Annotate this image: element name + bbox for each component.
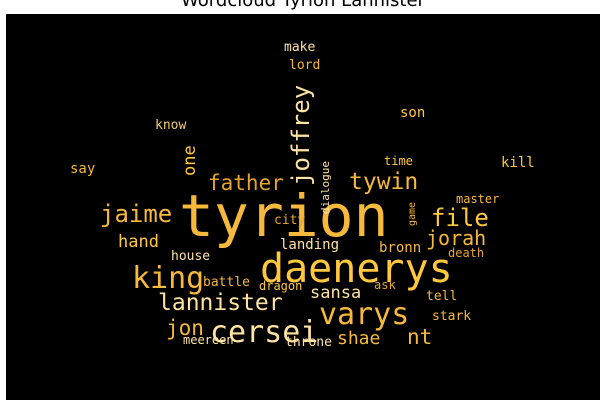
word-dragon: dragon	[259, 279, 302, 293]
word-battle: battle	[203, 275, 250, 290]
word-time: time	[384, 154, 413, 168]
word-death: death	[448, 246, 484, 260]
word-meereen: meereen	[183, 333, 234, 347]
word-cersei: cersei	[210, 315, 318, 350]
word-hand: hand	[118, 232, 159, 252]
word-lord: lord	[289, 58, 320, 73]
word-jorah: jorah	[426, 226, 486, 250]
word-master: master	[456, 192, 499, 206]
word-jaime: jaime	[100, 200, 172, 228]
word-daenerys: daenerys	[260, 246, 453, 292]
word-joffrey: joffrey	[287, 85, 315, 186]
word-landing: landing	[280, 237, 339, 253]
word-nt: nt	[407, 325, 432, 349]
chart-title: Wordcloud Tyrion Lannister	[181, 0, 425, 11]
word-throne: throne	[285, 335, 332, 350]
word-tyrion: tyrion	[179, 182, 389, 250]
word-ask: ask	[374, 278, 396, 292]
word-house: house	[171, 249, 210, 264]
word-varys: varys	[319, 297, 409, 332]
word-tywin: tywin	[349, 169, 418, 195]
word-jon: jon	[166, 316, 204, 340]
word-one: one	[180, 145, 200, 176]
word-king: king	[132, 261, 204, 296]
word-dialogue: dialogue	[319, 161, 332, 214]
word-lannister: lannister	[158, 290, 283, 316]
word-say: say	[70, 161, 95, 177]
word-city: city	[274, 213, 305, 228]
word-sansa: sansa	[310, 283, 361, 303]
word-shae: shae	[337, 328, 380, 349]
word-bronn: bronn	[379, 240, 421, 256]
word-know: know	[155, 118, 186, 133]
word-game: game	[407, 202, 418, 226]
word-file: file	[431, 204, 489, 232]
word-tell: tell	[426, 289, 457, 304]
word-father: father	[208, 171, 284, 195]
word-son: son	[400, 105, 425, 121]
word-stark: stark	[432, 309, 471, 324]
word-make: make	[284, 40, 315, 55]
word-kill: kill	[501, 155, 535, 171]
